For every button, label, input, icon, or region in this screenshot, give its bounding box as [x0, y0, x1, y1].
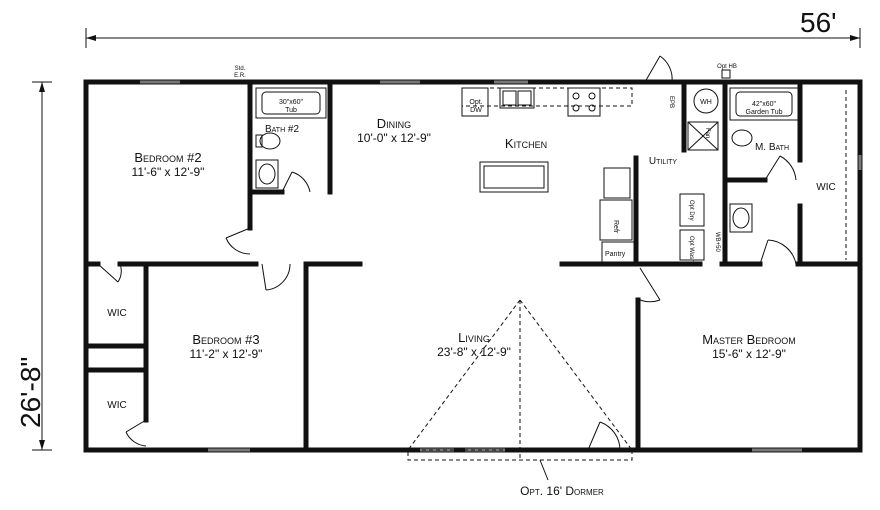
svg-text:EPB: EPB — [668, 96, 674, 108]
furnace — [687, 121, 719, 151]
wic-bottom-name: WIC — [107, 400, 126, 411]
width-dimension: 56' — [85, 7, 861, 48]
svg-text:Opt Dry: Opt Dry — [688, 200, 694, 221]
bedroom2-name: Bedroom #2 — [134, 150, 201, 165]
sink-icon — [255, 159, 279, 189]
toilet-icon — [259, 132, 281, 150]
depth-label: 26'-8" — [15, 357, 46, 428]
svg-text:WH: WH — [700, 99, 712, 106]
svg-text:E.R.: E.R. — [234, 73, 246, 79]
svg-text:Opt.: Opt. — [469, 99, 482, 106]
bedroom2-size: 11'-6" x 12'-9" — [132, 165, 205, 179]
dishwasher — [461, 87, 489, 117]
svg-text:Pantry: Pantry — [605, 251, 626, 258]
svg-text:Opt HB: Opt HB — [717, 64, 737, 70]
doors — [97, 55, 797, 451]
dormer-option: Opt. 16' Dormer — [407, 299, 633, 498]
depth-dimension: 26'-8" — [15, 81, 52, 451]
refrigerator — [599, 199, 633, 241]
kitchen-island — [479, 161, 549, 193]
dining-name: Dining — [377, 116, 411, 131]
svg-text:Std.: Std. — [235, 66, 246, 72]
svg-text:WB+50: WB+50 — [714, 232, 720, 253]
kitchen-name: Kitchen — [505, 136, 547, 151]
dining-size: 10'-0" x 12'-9" — [357, 131, 431, 145]
pantry — [601, 241, 635, 263]
svg-text:DW: DW — [470, 107, 482, 114]
utility-name: Utility — [649, 156, 678, 167]
toilet-icon — [731, 129, 753, 147]
kitchen-fixtures: Opt. DW Refr Pantry — [461, 87, 635, 263]
bedroom3-size: 11'-2" x 12'-9" — [190, 347, 263, 361]
interior-walls — [83, 79, 863, 453]
master-bedroom-size: 15'-6" x 12'-9" — [712, 347, 786, 361]
water-heater — [693, 88, 719, 114]
master-bedroom-name: Master Bedroom — [702, 332, 796, 347]
sink-icon — [499, 87, 535, 109]
bath2-fixtures: 30"x60" Tub — [255, 87, 327, 189]
sink-icon — [729, 203, 753, 233]
room-labels: Bedroom #2 11'-6" x 12'-9" Bath #2 Dinin… — [107, 116, 835, 411]
living-size: 23'-8" x 12'-9" — [437, 345, 511, 359]
svg-text:Fan: Fan — [704, 128, 710, 138]
bedroom3-name: Bedroom #3 — [192, 332, 259, 347]
dryer — [679, 193, 705, 227]
wic-top-name: WIC — [107, 308, 126, 319]
tub-size-label: 30"x60" — [279, 99, 304, 106]
svg-text:Garden Tub: Garden Tub — [746, 109, 783, 116]
wic-master-name: WIC — [816, 182, 835, 193]
svg-text:Opt Wash: Opt Wash — [688, 236, 694, 262]
master-bath-name: M. Bath — [755, 142, 789, 153]
range — [567, 87, 601, 117]
width-label: 56' — [800, 7, 837, 38]
tub-label: Tub — [285, 107, 297, 114]
svg-text:42"x60": 42"x60" — [752, 101, 777, 108]
washer — [679, 229, 705, 261]
dormer-label: Opt. 16' Dormer — [520, 484, 604, 498]
utility-fixtures: Opt Dry Opt Wash WB+50 WH Fan EPB Opt HB — [668, 64, 737, 262]
living-name: Living — [458, 330, 490, 345]
bath2-name: Bath #2 — [265, 124, 299, 135]
svg-text:Refr: Refr — [612, 220, 619, 234]
master-bath-fixtures: 42"x60" Garden Tub — [729, 87, 847, 260]
